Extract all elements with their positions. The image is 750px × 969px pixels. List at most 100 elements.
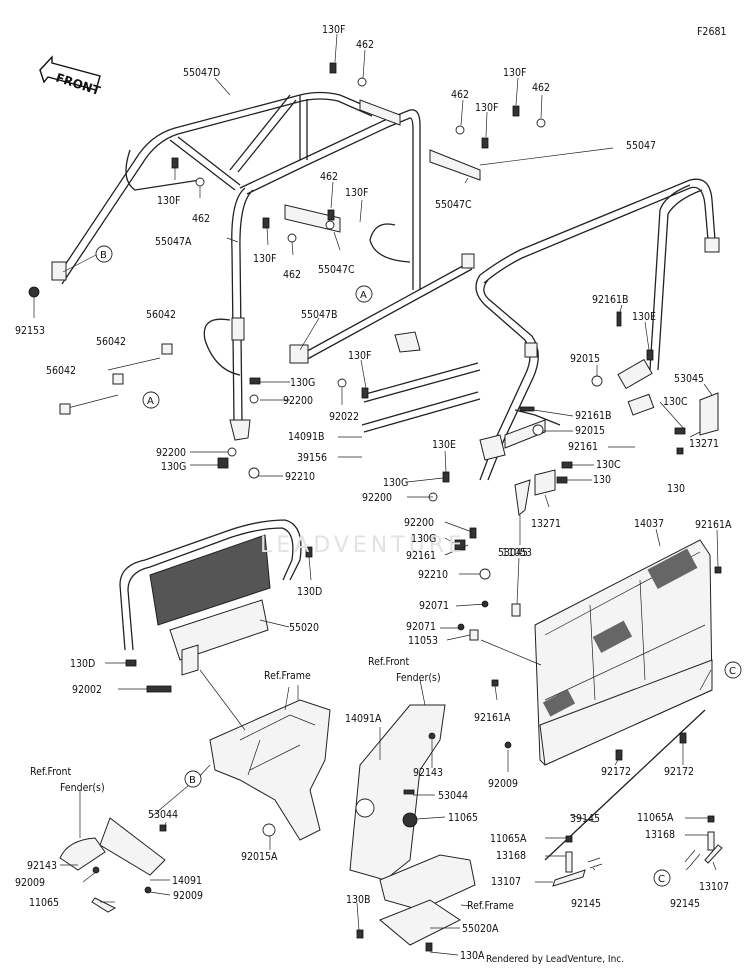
bolt-130F-c [481, 137, 489, 149]
ref-c-bottom [653, 869, 671, 887]
label-ref-front-2a: Ref.Front [30, 766, 72, 778]
label-92200-1: 92200 [283, 395, 313, 407]
label-130C-1: 130C [663, 396, 688, 408]
label-55020A: 55020A [462, 923, 499, 935]
label-92200-2: 92200 [156, 447, 186, 459]
label-462-6: 462 [283, 269, 301, 281]
label-130F-2: 130F [503, 67, 526, 79]
bolt-130-a [556, 476, 568, 484]
sticker-56042-a [161, 343, 173, 355]
label-14091: 14091 [172, 875, 202, 887]
label-130F-7: 130F [348, 350, 371, 362]
spring-92145-left [587, 857, 603, 869]
label-130G-4: 130G [411, 533, 436, 545]
label-92145-1: 92145 [571, 898, 601, 910]
gate-mesh-center [592, 620, 633, 653]
ref-b-top [95, 245, 113, 263]
label-14091A: 14091A [345, 713, 382, 725]
label-92009-2: 92009 [15, 877, 45, 889]
plate-55020A [379, 899, 461, 946]
label-ref-front-2b: Fender(s) [60, 782, 105, 794]
label-ref-frame-1: Ref.Frame [264, 670, 311, 682]
cap-11065A-right [707, 815, 715, 823]
label-130F-5: 130F [345, 187, 368, 199]
rear-hoop-mount [704, 237, 720, 253]
gate-mesh-right [647, 548, 698, 590]
hinge-parts [552, 815, 723, 887]
label-56042-1: 56042 [146, 309, 176, 321]
label-53045-1: 53045 [674, 373, 704, 385]
side-rail-bracket [231, 317, 245, 341]
bolt-130E-a [442, 471, 450, 483]
bolt-130F-e [262, 217, 270, 229]
gate-latch-11053-upper [511, 603, 521, 617]
label-53044-1: 53044 [438, 790, 468, 802]
label-130F-3: 130F [475, 102, 498, 114]
washer-462-b [536, 118, 546, 128]
ref-b-bottom [184, 770, 202, 788]
side-rail-foot [229, 419, 251, 441]
credit-text: Rendered by LeadVenture, Inc. [486, 954, 624, 965]
pin-13168-right [707, 831, 715, 851]
label-11065A-2: 11065A [637, 812, 674, 824]
washer-462-c [455, 125, 465, 135]
bolt-130D-b [125, 659, 137, 667]
label-92172-1: 92172 [601, 766, 631, 778]
label-13168-1: 13168 [496, 850, 526, 862]
fender-guard-14091 [99, 817, 166, 876]
label-13107-2: 13107 [699, 881, 729, 893]
bolt-130C-a [674, 427, 686, 435]
gate-mesh-left [542, 689, 576, 717]
bolt-130F-d [171, 157, 179, 169]
pad-11065-left [91, 897, 117, 913]
panel-14091A [349, 704, 446, 881]
cross-tube-55047C-b [429, 149, 481, 181]
label-130-2: 130 [667, 483, 685, 495]
watermark: LEADVENTURE [260, 533, 466, 558]
label-13107-1: 13107 [491, 876, 521, 888]
ref-b-top-label: B [100, 250, 107, 261]
grip-53045 [514, 479, 531, 516]
washer-462-e [287, 233, 297, 243]
washer-92015-b [532, 424, 544, 436]
front-bumper-drawing [119, 519, 302, 676]
cap-11065A-left [565, 835, 573, 843]
hinge-13107-left [552, 869, 586, 887]
label-92172-2: 92172 [664, 766, 694, 778]
label-39156: 39156 [297, 452, 327, 464]
label-92009-3: 92009 [173, 890, 203, 902]
label-130-1: 130 [593, 474, 611, 486]
grip-53045-upper [617, 358, 653, 390]
bolt-130F-f [327, 209, 335, 221]
grommet-92015A [262, 823, 276, 837]
washer-92022 [337, 378, 347, 388]
pin-92161B-b [519, 406, 535, 412]
label-130D-2: 130D [70, 658, 95, 670]
front-arrow-icon: FRONT [39, 55, 103, 98]
center-foot [394, 331, 421, 353]
label-92143-1: 92143 [413, 767, 443, 779]
ref-a-left [142, 391, 160, 409]
label-92161B-1: 92161B [592, 294, 629, 306]
pin-13168-left [565, 851, 573, 873]
fender-guard-92143 [59, 837, 106, 871]
label-130A: 130A [460, 950, 485, 962]
cross-tube-upper [359, 99, 401, 126]
roll-bar-pads [361, 362, 481, 433]
label-92015-1: 92015 [570, 353, 600, 365]
nut-92143-center [428, 732, 436, 740]
ref-b-bottom-label: B [189, 775, 196, 786]
diagram-id: F2681 [697, 26, 726, 38]
label-92009-1: 92009 [488, 778, 518, 790]
bracket-13271-right [699, 392, 719, 436]
label-130G-3: 130G [383, 477, 408, 489]
floor-mount-frame [379, 854, 476, 911]
bumper-plate [169, 599, 269, 661]
panel-hole [355, 798, 375, 818]
label-130G-1: 130G [290, 377, 315, 389]
label-55047C-1: 55047C [435, 199, 472, 211]
label-53044-2: 53044 [148, 809, 178, 821]
clip-53044-center [403, 789, 415, 795]
label-130E-1: 130E [432, 439, 456, 451]
